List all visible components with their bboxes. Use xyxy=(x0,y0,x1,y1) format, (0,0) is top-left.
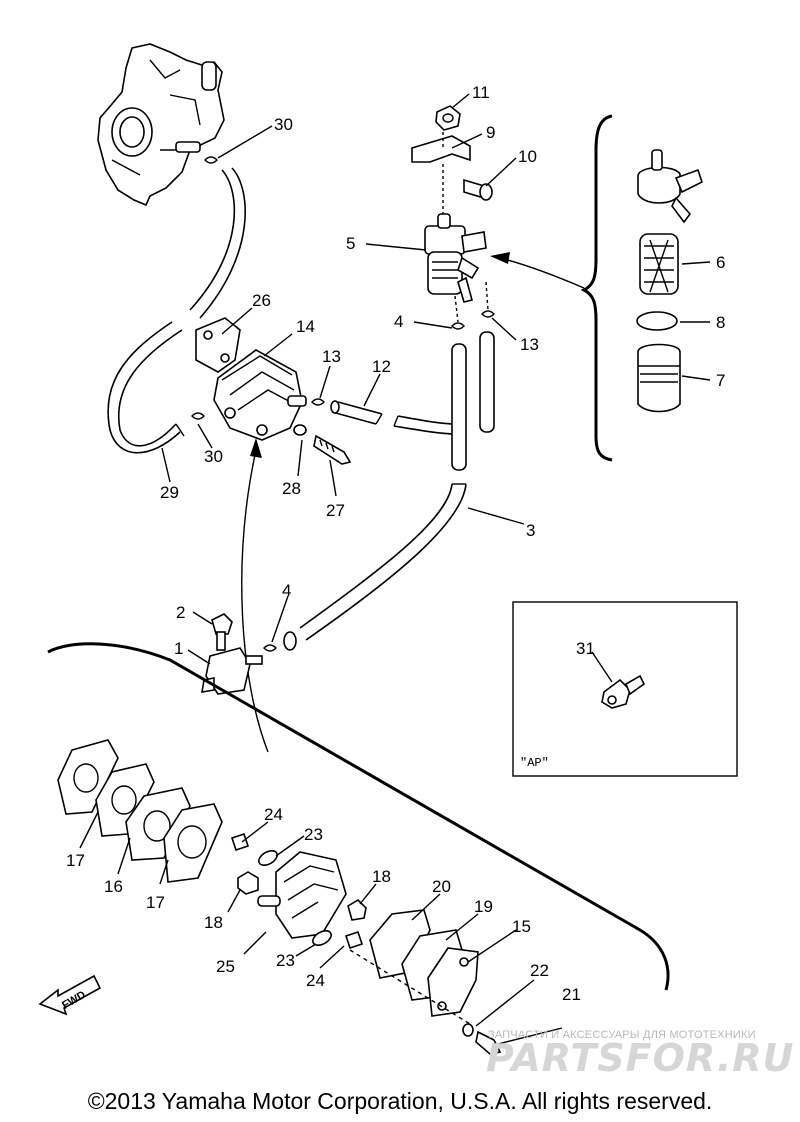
hose-clip-4-joint xyxy=(263,644,277,652)
callout-23-lower: 23 xyxy=(276,951,295,970)
callout-4-joint: 4 xyxy=(282,581,291,600)
callout-16: 16 xyxy=(104,877,123,896)
hose-clip-13-filter xyxy=(481,310,495,318)
washer-22 xyxy=(462,1023,474,1037)
callout-23-upper: 23 xyxy=(304,825,323,844)
filter-element-6 xyxy=(639,233,679,295)
callout-4-filter: 4 xyxy=(394,312,403,331)
callout-31: 31 xyxy=(576,639,595,658)
callout-29: 29 xyxy=(160,483,179,502)
callouts: 30 11 9 10 5 4 13 6 8 7 26 14 13 12 30 2… xyxy=(66,83,725,1004)
callout-8: 8 xyxy=(716,313,725,332)
callout-2: 2 xyxy=(176,603,185,622)
washer-28 xyxy=(293,424,307,436)
callout-5: 5 xyxy=(346,234,355,253)
bolt-24-lower xyxy=(344,930,364,950)
callout-1: 1 xyxy=(174,639,183,658)
bolt-10 xyxy=(463,178,493,201)
hose-clip-13-pump xyxy=(311,398,325,406)
callout-22: 22 xyxy=(530,961,549,980)
callout-25: 25 xyxy=(216,957,235,976)
bolt-27 xyxy=(313,434,352,465)
inset-tag: "AP" xyxy=(520,756,549,770)
callout-24-lower: 24 xyxy=(306,971,325,990)
nut-18-left xyxy=(237,871,259,895)
pump-body-25 xyxy=(257,851,347,939)
callout-26: 26 xyxy=(252,291,271,310)
callout-17-left: 17 xyxy=(66,851,85,870)
callout-30-lower: 30 xyxy=(204,447,223,466)
hose-clip-30-lower xyxy=(191,412,205,420)
gasket-26 xyxy=(195,317,241,373)
pump-plate xyxy=(163,803,223,883)
callout-10: 10 xyxy=(518,147,537,166)
bolt-2 xyxy=(211,613,233,651)
callout-12: 12 xyxy=(372,357,391,376)
gasket-17-left xyxy=(57,739,119,815)
watermark-logo: PARTSFOR.RU xyxy=(486,1036,795,1080)
callout-3: 3 xyxy=(526,521,535,540)
callout-14: 14 xyxy=(296,317,315,336)
flow-arrow-to-pump xyxy=(241,438,269,753)
pump-cover-15 xyxy=(427,947,479,1017)
leader-lines xyxy=(79,93,711,1045)
callout-30-upper: 30 xyxy=(274,115,293,134)
bracket-9 xyxy=(411,135,471,163)
callout-11: 11 xyxy=(472,83,490,102)
drain-screw-31 xyxy=(601,674,646,709)
hose-clip-4-filter xyxy=(451,322,465,330)
callout-28: 28 xyxy=(282,479,301,498)
callout-17-right: 17 xyxy=(146,893,165,912)
callout-20: 20 xyxy=(432,877,451,896)
check-valve-23-lower xyxy=(312,929,332,947)
filter-detail-bracket xyxy=(490,114,613,462)
carburetor xyxy=(97,43,225,207)
callout-18-left: 18 xyxy=(204,913,223,932)
hose-3 xyxy=(283,483,467,651)
callout-15: 15 xyxy=(512,917,531,936)
callout-13-filter: 13 xyxy=(520,335,539,354)
fuel-joint-1 xyxy=(201,647,263,695)
watermark-caption: ЗАПЧАСТИ И АКСЕССУАРЫ ДЛЯ МОТОТЕХНИКИ xyxy=(488,1029,756,1041)
callout-27: 27 xyxy=(326,501,345,520)
fuel-pump-14 xyxy=(213,349,307,441)
section-divider xyxy=(47,642,670,991)
hose-12 xyxy=(330,400,457,435)
nut-11 xyxy=(435,105,461,131)
hose-clip-30-upper xyxy=(204,156,218,164)
screw-21 xyxy=(475,1030,502,1055)
callout-13-pump: 13 xyxy=(322,347,341,366)
callout-19: 19 xyxy=(474,897,493,916)
filter-cap xyxy=(637,149,703,224)
hose-vertical-pair xyxy=(451,331,495,471)
fuel-filter-5 xyxy=(424,213,487,303)
callout-7: 7 xyxy=(716,371,725,390)
fwd-arrow-icon xyxy=(38,974,102,1016)
callout-18-right: 18 xyxy=(372,867,391,886)
filter-cup-7 xyxy=(637,343,681,413)
o-ring-8 xyxy=(636,311,678,331)
callout-9: 9 xyxy=(486,123,495,142)
gasket-16 xyxy=(95,763,155,837)
callout-21: 21 xyxy=(562,985,581,1004)
hose-29 xyxy=(107,167,246,454)
callout-24-upper: 24 xyxy=(264,805,283,824)
copyright-notice: ©2013 Yamaha Motor Corporation, U.S.A. A… xyxy=(87,1088,713,1114)
diaphragm-17-right xyxy=(125,787,191,861)
check-valve-23-upper xyxy=(258,849,278,867)
bolt-24-upper xyxy=(230,832,250,852)
callout-6: 6 xyxy=(716,253,725,272)
nut-18-right xyxy=(347,898,367,921)
inset-box xyxy=(512,601,738,777)
